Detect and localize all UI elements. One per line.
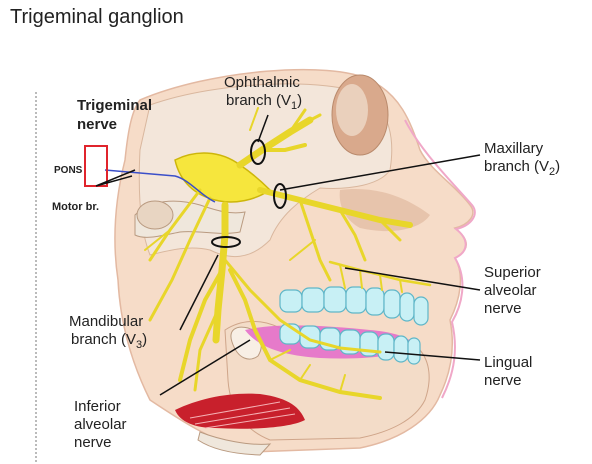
label-inferior-2: alveolar [74,416,127,434]
label-maxillary-2: branch (V2) [484,158,560,181]
label-maxillary-1: Maxillary [484,140,543,158]
pons-box [85,146,107,186]
label-motor-branch: Motor br. [52,201,99,213]
label-mandibular-1: Mandibular [69,313,143,331]
label-superior-1: Superior [484,264,541,282]
label-inferior-3: nerve [74,434,112,452]
label-pons: PONS [54,165,82,176]
label-lingual-1: Lingual [484,354,532,372]
label-trigeminal-nerve-1: Trigeminal [77,97,152,115]
label-ophthalmic-1: Ophthalmic [224,74,300,92]
label-superior-2: alveolar [484,282,537,300]
label-superior-3: nerve [484,300,522,318]
label-mandibular-2: branch (V3) [71,331,147,354]
label-lingual-2: nerve [484,372,522,390]
label-trigeminal-nerve-2: nerve [77,116,117,134]
label-inferior-1: Inferior [74,398,121,416]
label-ophthalmic-2: branch (V1) [226,92,302,115]
